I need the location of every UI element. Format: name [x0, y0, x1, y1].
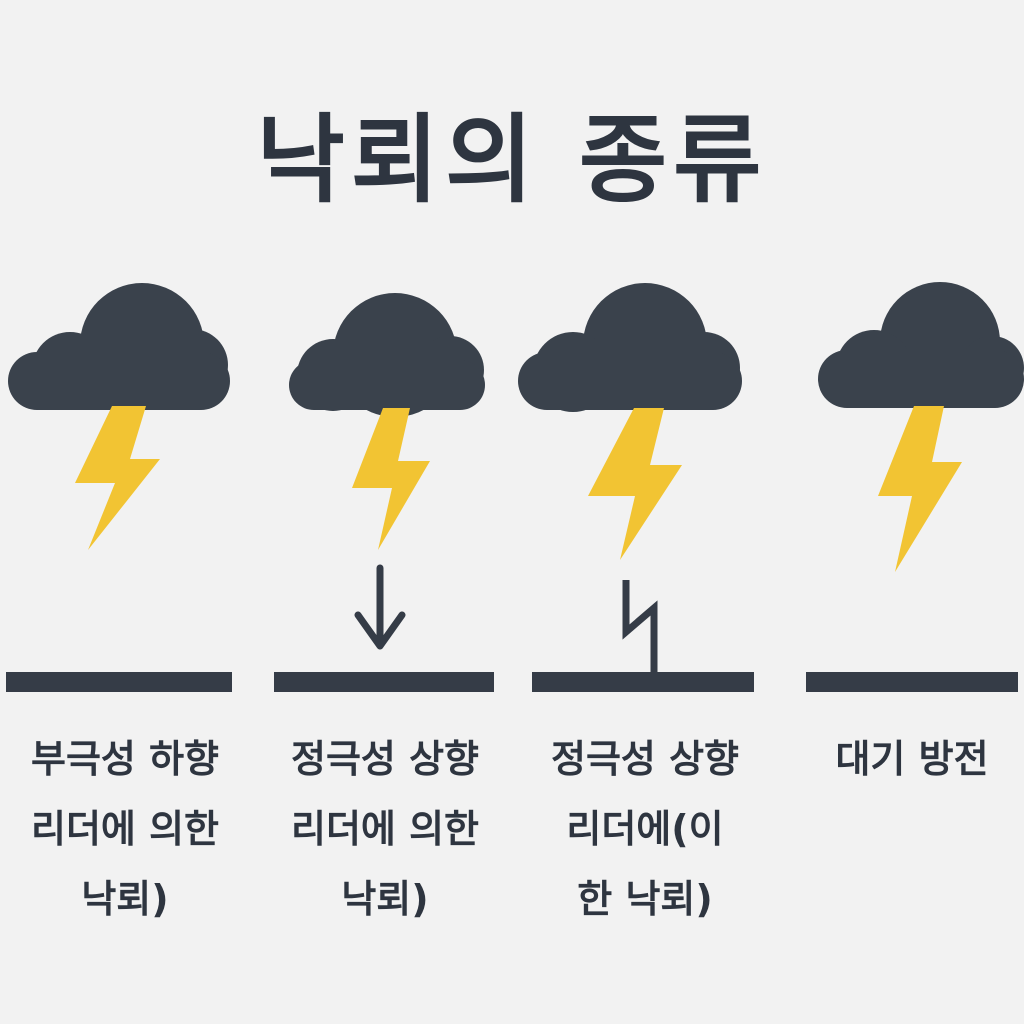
ground-line — [6, 672, 232, 692]
caption-line: 부극성 하향 — [30, 737, 220, 781]
type-panel-1 — [6, 283, 232, 692]
upward-leader-icon — [622, 580, 658, 676]
type-panel-2 — [274, 293, 494, 692]
lightning-bolt-icon — [352, 408, 430, 550]
ground-line — [806, 672, 1018, 692]
caption-line: 정극성 상향 — [290, 737, 480, 781]
caption-line: 리더에 의한 — [290, 807, 480, 851]
lightning-bolt-icon — [75, 406, 160, 550]
ground-line — [532, 672, 754, 692]
caption-line: 대기 방전 — [835, 737, 989, 781]
caption-line: 리더에 의한 — [30, 807, 220, 851]
cloud-icon — [518, 283, 742, 412]
down-arrow-icon — [354, 564, 406, 650]
caption-line: 정극성 상향 — [550, 737, 740, 781]
cloud-icon — [818, 282, 1024, 408]
caption-type-4: 대기 방전 — [806, 724, 1018, 794]
caption-type-2: 정극성 상향 리더에 의한 낙뢰) — [272, 724, 498, 934]
caption-line: 낙뢰) — [81, 877, 169, 921]
lightning-bolt-icon — [588, 408, 682, 560]
cloud-icon — [8, 283, 230, 410]
diagram-title: 낙뢰의 종류 — [256, 104, 768, 216]
cloud-icon — [289, 293, 485, 417]
lightning-bolt-icon — [878, 406, 962, 572]
caption-line: 한 낙뢰) — [577, 877, 713, 921]
caption-line: 낙뢰) — [341, 877, 429, 921]
caption-type-3: 정극성 상향 리더에(이 한 낙뢰) — [532, 724, 758, 934]
caption-type-1: 부극성 하향 리더에 의한 낙뢰) — [12, 724, 238, 934]
caption-line: 리더에(이 — [566, 807, 724, 851]
ground-line — [274, 672, 494, 692]
type-panel-4 — [806, 282, 1024, 692]
type-panel-3 — [518, 283, 754, 692]
